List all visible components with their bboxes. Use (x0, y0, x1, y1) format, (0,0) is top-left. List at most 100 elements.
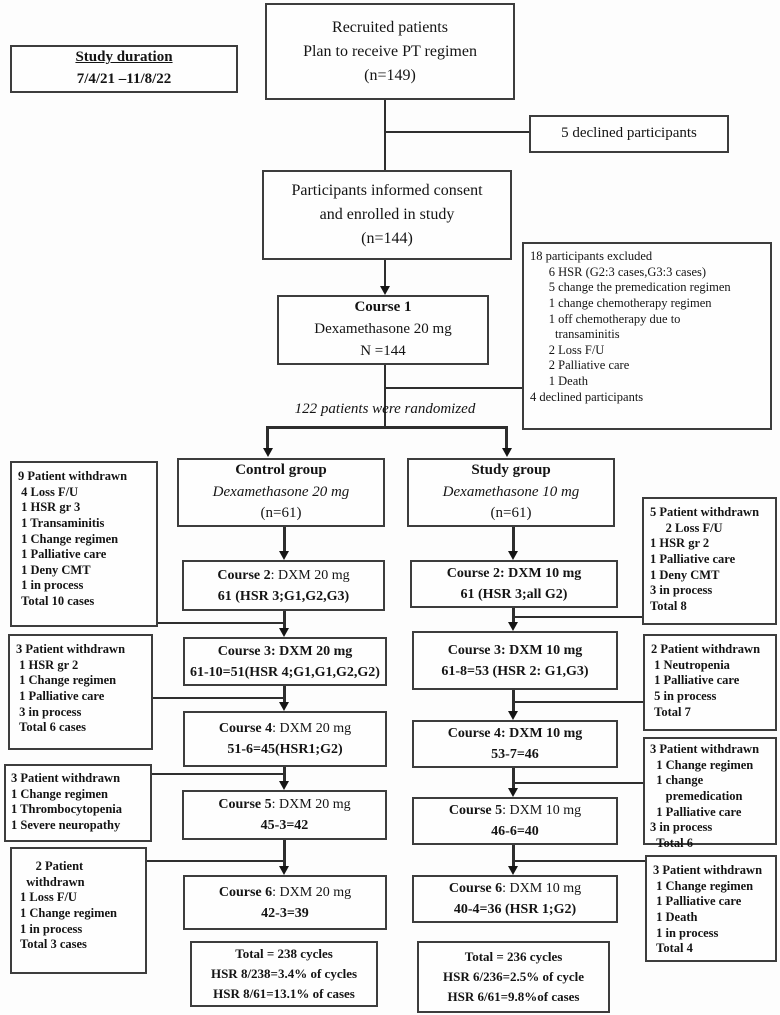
control-group-drug: Dexamethasone 20 mg (212, 483, 350, 500)
flow-arrow-line (283, 686, 286, 703)
down-arrow-icon (380, 286, 390, 295)
control-total-box: Total = 238 cycles HSR 8/238=3.4% of cyc… (190, 941, 378, 1007)
flow-arrow-line (512, 608, 515, 623)
down-arrow-icon (508, 622, 518, 631)
course1-title: Course 1 (354, 299, 412, 316)
course-count: 42-3=39 (261, 905, 309, 921)
flow-arrow-line (283, 527, 286, 552)
recruited-line3: (n=149) (364, 66, 416, 84)
course1-line2: Dexamethasone 20 mg (314, 321, 452, 338)
study-duration-dates: 7/4/21 –11/8/22 (76, 71, 172, 87)
flow-arrow-line (283, 767, 286, 782)
course-count: 61-10=51(HSR 4;G1,G1,G2,G2) (190, 664, 380, 680)
declined-text: 5 declined participants (561, 125, 697, 142)
recruited-box: Recruited patients Plan to receive PT re… (265, 3, 515, 100)
study-group-box: Study group Dexamethasone 10 mg (n=61) (407, 458, 615, 527)
study-duration-title: Study duration (75, 49, 173, 66)
study-total-box: Total = 236 cycles HSR 6/236=2.5% of cyc… (417, 941, 610, 1013)
down-arrow-icon (508, 788, 518, 797)
connector-line (514, 782, 643, 784)
study-course-4-box: Course 4: DXM 10 mg 53-7=46 (412, 720, 618, 768)
flow-arrow-line (283, 611, 286, 629)
right-note-withdrawn-3b-box: 3 Patient withdrawn 1 Change regimen 1 P… (645, 855, 777, 962)
study-course-2-box: Course 2: DXM 10 mg 61 (HSR 3;all G2) (410, 560, 618, 608)
down-arrow-icon (263, 448, 273, 457)
control-course-5-box: Course 5: DXM 20 mg 45-3=42 (182, 790, 387, 840)
excluded-note-box: 18 participants excluded 6 HSR (G2:3 cas… (522, 242, 772, 430)
connector-line (152, 773, 284, 775)
connector-line (147, 860, 284, 862)
down-arrow-icon (508, 866, 518, 875)
right-note-withdrawn-2-box: 2 Patient withdrawn 1 Neutropenia 1 Pall… (643, 634, 777, 731)
connector-line (513, 616, 642, 618)
recruited-line1: Recruited patients (332, 18, 448, 36)
consent-line3: (n=144) (361, 230, 413, 247)
connector-line (384, 100, 386, 170)
control-group-title: Control group (235, 461, 327, 478)
course-label: Course 3: DXM 10 mg (447, 642, 583, 658)
course-label: Course 6 (448, 881, 503, 896)
course-count: 53-7=46 (491, 747, 539, 762)
study-group-drug: Dexamethasone 10 mg (442, 483, 580, 500)
course-label: Course 6 (218, 884, 273, 900)
course-label: Course 5 (218, 797, 272, 812)
connector-line (384, 387, 522, 389)
course1-box: Course 1 Dexamethasone 20 mg N =144 (277, 295, 489, 365)
right-note-withdrawn-3a-box: 3 Patient withdrawn 1 Change regimen 1 c… (643, 737, 777, 850)
study-group-n: (n=61) (490, 505, 532, 522)
course-count: 46-6=40 (491, 824, 539, 839)
control-group-box: Control group Dexamethasone 20 mg (n=61) (177, 458, 385, 527)
left-note-withdrawn-2-box: 2 Patient withdrawn 1 Loss F/U 1 Change … (10, 847, 147, 974)
course-count: 40-4=36 (HSR 1;G2) (453, 902, 577, 917)
study-course-6-box: Course 6: DXM 10 mg 40-4=36 (HSR 1;G2) (412, 875, 618, 923)
down-arrow-icon (279, 866, 289, 875)
down-arrow-icon (279, 628, 289, 637)
flow-arrow-line (512, 527, 515, 552)
course1-line3: N =144 (360, 342, 406, 359)
connector-line (153, 697, 284, 699)
course-label: Course 4: DXM 10 mg (447, 726, 583, 741)
flow-arrow-line (512, 845, 515, 867)
course-label: Course 3: DXM 20 mg (217, 643, 353, 659)
consent-box: Participants informed consent and enroll… (262, 170, 512, 260)
flow-arrow-line (283, 840, 286, 867)
connector-line (514, 860, 645, 862)
flow-arrow-line (384, 260, 386, 287)
course-label: Course 2 (217, 567, 271, 583)
course-count: 61-8=53 (HSR 2: G1,G3) (441, 663, 589, 679)
down-arrow-icon (279, 781, 289, 790)
course-label: Course 2: DXM 10 mg (446, 566, 582, 581)
right-note-withdrawn-5-box: 5 Patient withdrawn 2 Loss F/U 1 HSR gr … (642, 497, 777, 625)
course-count: 51-6=45(HSR1;G2) (227, 742, 343, 757)
connector-line (384, 365, 386, 428)
down-arrow-icon (279, 702, 289, 711)
course-count: 61 (HSR 3;all G2) (460, 587, 568, 602)
consent-line1: Participants informed consent (291, 182, 483, 199)
flow-arrow-line (512, 768, 515, 789)
study-duration-box: Study duration 7/4/21 –11/8/22 (10, 45, 238, 93)
declined-note-box: 5 declined participants (529, 115, 729, 153)
control-course-4-box: Course 4: DXM 20 mg 51-6=45(HSR1;G2) (183, 711, 387, 767)
course-count: 61 (HSR 3;G1,G2,G3) (217, 588, 350, 604)
study-group-title: Study group (471, 461, 551, 478)
connector-line (158, 622, 284, 624)
control-course-6-box: Course 6: DXM 20 mg 42-3=39 (183, 875, 387, 930)
control-course-3-box: Course 3: DXM 20 mg 61-10=51(HSR 4;G1,G1… (183, 637, 387, 686)
down-arrow-icon (279, 551, 289, 560)
study-course-3-box: Course 3: DXM 10 mg 61-8=53 (HSR 2: G1,G… (412, 631, 618, 690)
flow-arrow-line (266, 426, 269, 448)
left-note-withdrawn-9-box: 9 Patient withdrawn 4 Loss F/U 1 HSR gr … (10, 461, 158, 627)
down-arrow-icon (502, 448, 512, 457)
consent-line2: and enrolled in study (319, 206, 455, 223)
left-note-withdrawn-3b-box: 3 Patient withdrawn 1 Change regimen 1 T… (4, 764, 152, 842)
down-arrow-icon (508, 551, 518, 560)
course-label: Course 5 (448, 803, 503, 818)
connector-line (514, 701, 643, 703)
left-note-withdrawn-3a-box: 3 Patient withdrawn 1 HSR gr 2 1 Change … (8, 634, 153, 750)
flow-arrow-line (512, 690, 515, 712)
control-course-2-box: Course 2: DXM 20 mg 61 (HSR 3;G1,G2,G3) (182, 560, 385, 611)
randomization-split-line (266, 426, 508, 429)
course-count: 45-3=42 (260, 818, 309, 833)
down-arrow-icon (508, 711, 518, 720)
